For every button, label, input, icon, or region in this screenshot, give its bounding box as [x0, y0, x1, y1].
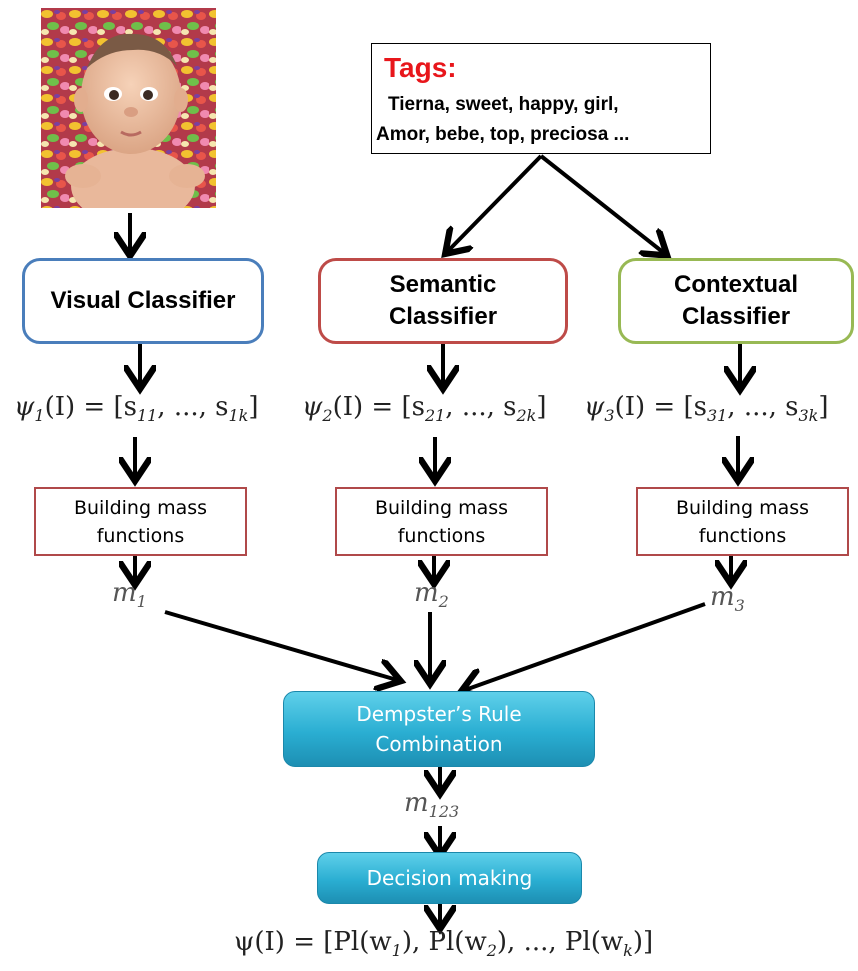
visual-classifier-label: Visual Classifier [50, 287, 236, 314]
m2-label: m2 [414, 578, 449, 611]
mass-box-3-line-1: Building mass [675, 496, 810, 519]
mass-box-1-line-2: functions [96, 524, 185, 547]
arrow-m1-to-dempster [164, 610, 397, 680]
contextual-classifier-label-2: Classifier [681, 303, 791, 330]
tags-box: Tags: Tierna, sweet, happy, girl, Amor, … [371, 43, 711, 154]
semantic-classifier-label-1: Semantic [389, 271, 497, 298]
psi3-formula: ψ3(I) = [s31, ..., s3k] [584, 392, 829, 425]
semantic-classifier-label-2: Classifier [388, 303, 498, 330]
arrow-tags-to-contextual [539, 154, 664, 253]
dempster-rule-box: Dempster’s Rule Combination [283, 691, 595, 767]
mass-box-2: Building mass functions [335, 487, 548, 556]
decision-making-box: Decision making [317, 852, 582, 904]
m123-label: m123 [404, 788, 460, 821]
mass-box-1: Building mass functions [34, 487, 247, 556]
contextual-classifier-box: Contextual Classifier [618, 258, 854, 344]
mass-box-2-line-2: functions [397, 524, 486, 547]
psi2-formula: ψ2(I) = [s21, ..., s2k] [302, 392, 547, 425]
contextual-classifier-label-1: Contextual [673, 271, 798, 298]
baby-photo-illustration [41, 8, 216, 208]
visual-classifier-box: Visual Classifier [22, 258, 264, 344]
arrow-tags-to-semantic [448, 154, 543, 251]
tags-line-2: Amor, bebe, top, preciosa ... [376, 124, 630, 145]
m1-label: m1 [112, 578, 147, 611]
decision-making-label: Decision making [366, 866, 533, 890]
input-image [41, 8, 216, 208]
mass-box-3-line-2: functions [698, 524, 787, 547]
tags-title: Tags: [384, 52, 457, 83]
m3-label: m3 [710, 582, 745, 615]
mass-box-3: Building mass functions [636, 487, 849, 556]
mass-box-2-line-1: Building mass [374, 496, 509, 519]
mass-box-1-line-1: Building mass [73, 496, 208, 519]
semantic-classifier-box: Semantic Classifier [318, 258, 568, 344]
psi1-formula: ψ1(I) = [s11, ..., s1k] [14, 392, 259, 425]
arrow-m3-to-dempster [465, 602, 706, 690]
dempster-rule-line-2: Combination [375, 732, 503, 756]
final-output-formula: ψ(I) = [Pl(w1), Pl(w2), ..., Pl(wk)] [234, 927, 654, 960]
tags-line-1: Tierna, sweet, happy, girl, [388, 94, 619, 115]
dempster-rule-line-1: Dempster’s Rule [356, 702, 522, 726]
